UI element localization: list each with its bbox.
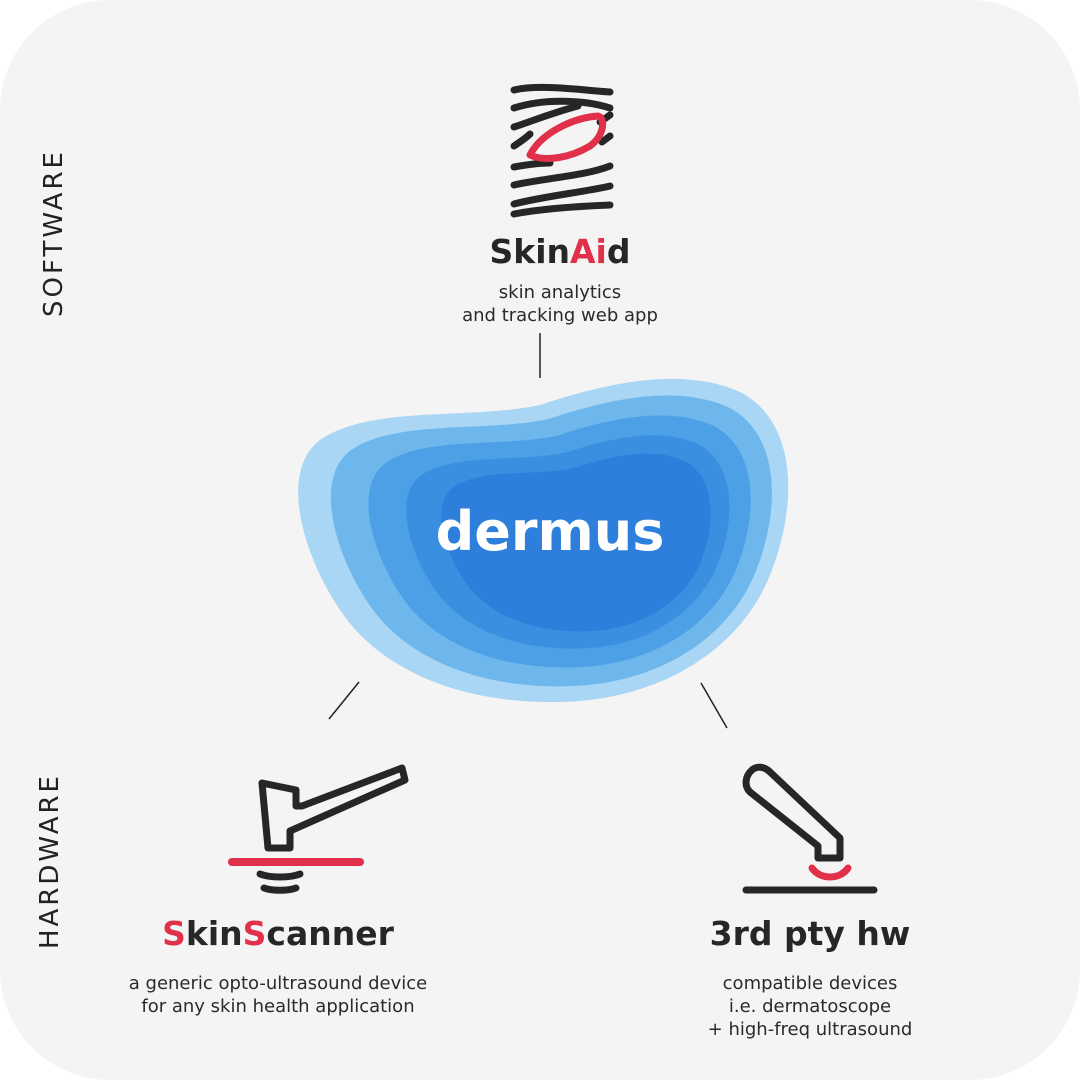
skinaid-title-part2: d — [606, 232, 631, 271]
skinaid-desc-line2: and tracking web app — [462, 305, 658, 326]
dermus-blob-layer — [441, 453, 711, 632]
thirdparty-desc-line2: i.e. dermatoscope — [728, 996, 892, 1017]
skinaid-title-part1: Skin — [489, 232, 571, 271]
dermus-brand: dermus — [435, 500, 665, 563]
skinscanner-title-part2: canner — [266, 914, 394, 953]
skinaid-desc-line1: skin analytics — [498, 282, 622, 303]
skinaid-title-accent: Ai — [570, 232, 607, 271]
connector-right — [700, 682, 728, 729]
skinscanner-title: SkinScanner — [78, 914, 478, 953]
thirdparty-description: compatible devices i.e. dermatoscope + h… — [610, 972, 1010, 1041]
skinaid-title: SkinAid — [360, 232, 760, 271]
thirdparty-title: 3rd pty hw — [709, 914, 911, 953]
thirdparty-desc-line3: + high-freq ultrasound — [707, 1019, 913, 1040]
skinscanner-title-accent2: S — [242, 914, 267, 953]
skinscanner-description: a generic opto-ultrasound device for any… — [78, 972, 478, 1018]
skinaid-description: skin analytics and tracking web app — [360, 281, 760, 327]
thirdparty-desc-line1: compatible devices — [722, 973, 898, 994]
skinscanner-title-part1: kin — [185, 914, 243, 953]
skinscanner-desc-line1: a generic opto-ultrasound device — [128, 973, 428, 994]
skinscanner-desc-line2: for any skin health application — [141, 996, 415, 1017]
skinscanner-title-accent1: S — [162, 914, 186, 953]
connector-left — [328, 681, 360, 720]
